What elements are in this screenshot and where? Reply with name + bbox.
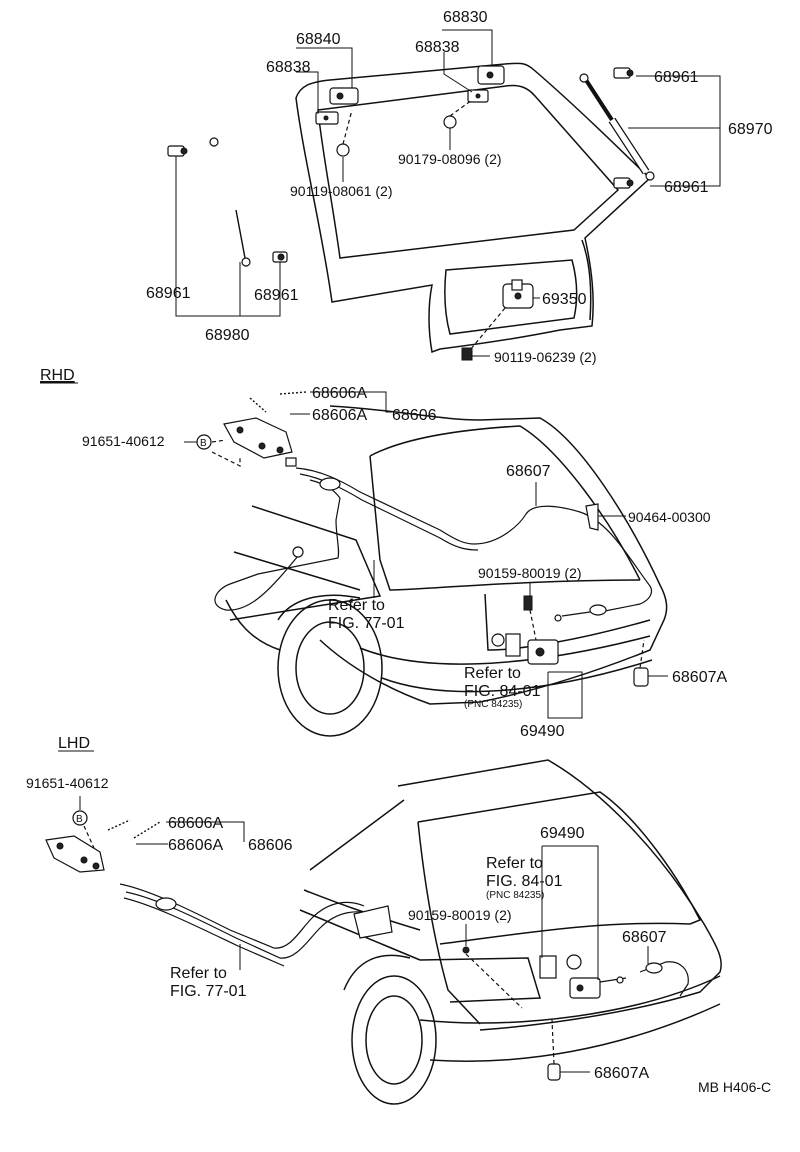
label-68838-center: 68838: [415, 39, 460, 56]
ball-joint-68961-lower-left: [272, 251, 288, 263]
lhd-label-68607A: 68607A: [594, 1065, 649, 1082]
lhd-label-91651: 91651-40612: [26, 775, 109, 791]
ball-joint-68961-upper-left: [167, 145, 188, 157]
back-door-lock-69350: [461, 279, 534, 361]
rhd-section: RHD B: [40, 367, 727, 740]
rhd-rear-wheel: [277, 594, 383, 737]
lhd-section: LHD B: [26, 735, 771, 1105]
lhd-label-pnc: (PNC 84235): [486, 890, 544, 901]
bolt-90119-08061: [336, 109, 353, 157]
label-69350: 69350: [542, 291, 587, 308]
door-hinge-right: [467, 65, 505, 103]
lhd-heading: LHD: [58, 735, 90, 752]
rhd-label-68606A-1: 68606A: [312, 385, 367, 402]
label-90179: 90179-08096 (2): [398, 151, 502, 167]
label-68980: 68980: [205, 327, 250, 344]
back-door-section: 68830 68840 68838 68838 68961 68970 6896…: [146, 9, 773, 365]
lhd-label-68606A-1: 68606A: [168, 815, 223, 832]
label-90119-06239: 90119-06239 (2): [494, 349, 596, 365]
lhd-cover-68607A: [547, 1019, 561, 1081]
left-damper-stay: [167, 137, 288, 267]
rhd-release-cable: [214, 467, 653, 613]
rhd-label-pnc: (PNC 84235): [464, 699, 522, 710]
label-68961-top-right-2: 68961: [664, 179, 709, 196]
lhd-lock-assembly-69490: [462, 946, 601, 1009]
lhd-label-68606: 68606: [248, 837, 293, 854]
lhd-release-lever-68606: [45, 819, 161, 873]
rhd-lock-assembly-69490: [491, 595, 607, 665]
label-68961-left-2: 68961: [254, 287, 299, 304]
rhd-label-refer77-line2: FIG. 77-01: [328, 615, 405, 632]
svg-text:B: B: [76, 814, 83, 825]
label-68830: 68830: [443, 9, 488, 26]
rhd-heading: RHD: [40, 367, 75, 384]
back-door-outline: [295, 62, 652, 354]
ball-joint-68961-upper-right: [613, 67, 634, 79]
label-68838-left: 68838: [266, 59, 311, 76]
label-68961-top-right-1: 68961: [654, 69, 699, 86]
diagram-code: MB H406-C: [698, 1079, 771, 1095]
rhd-label-68606: 68606: [392, 407, 437, 424]
lhd-label-refer84-line2: FIG. 84-01: [486, 873, 563, 890]
rhd-label-68607A: 68607A: [672, 669, 727, 686]
svg-text:B: B: [200, 438, 207, 449]
bolt-90179-08096: [443, 99, 473, 129]
right-damper-stay: [579, 67, 655, 189]
lhd-car-body: [397, 759, 722, 1031]
lhd-label-refer77-line2: FIG. 77-01: [170, 983, 247, 1000]
label-68970: 68970: [728, 121, 773, 138]
lhd-label-68606A-2: 68606A: [168, 837, 223, 854]
rhd-label-91651: 91651-40612: [82, 433, 165, 449]
label-90119-08061: 90119-08061 (2): [290, 183, 392, 199]
lhd-label-refer84-line1: Refer to: [486, 855, 543, 872]
rhd-label-68607: 68607: [506, 463, 551, 480]
lhd-rear-wheel: [343, 954, 437, 1105]
lhd-label-90159: 90159-80019 (2): [408, 907, 512, 923]
license-plate-area: [444, 259, 578, 335]
back-door-glass: [317, 84, 620, 259]
rhd-label-refer77-line1: Refer to: [328, 597, 385, 614]
lhd-label-69490: 69490: [540, 825, 585, 842]
label-68840: 68840: [296, 31, 341, 48]
ball-joint-68961-lower-right: [613, 177, 634, 189]
rhd-label-refer84-line2: FIG. 84-01: [464, 683, 541, 700]
lhd-label-68607: 68607: [622, 929, 667, 946]
rhd-label-90464: 90464-00300: [628, 509, 711, 525]
rhd-label-68606A-2: 68606A: [312, 407, 367, 424]
label-68961-left-1: 68961: [146, 285, 191, 302]
lhd-label-refer77-line1: Refer to: [170, 965, 227, 982]
rhd-car-body: [319, 405, 668, 705]
door-hinge-left: [315, 87, 359, 125]
lhd-marker-b: B: [72, 810, 95, 849]
lhd-release-cable: [119, 883, 689, 997]
rhd-label-90159: 90159-80019 (2): [478, 565, 582, 581]
rhd-label-refer84-line1: Refer to: [464, 665, 521, 682]
rhd-clip-90464: [585, 503, 599, 531]
rhd-release-lever-68606: [223, 391, 307, 467]
rhd-cover-68607A: [633, 639, 649, 687]
rhd-label-69490: 69490: [520, 723, 565, 740]
